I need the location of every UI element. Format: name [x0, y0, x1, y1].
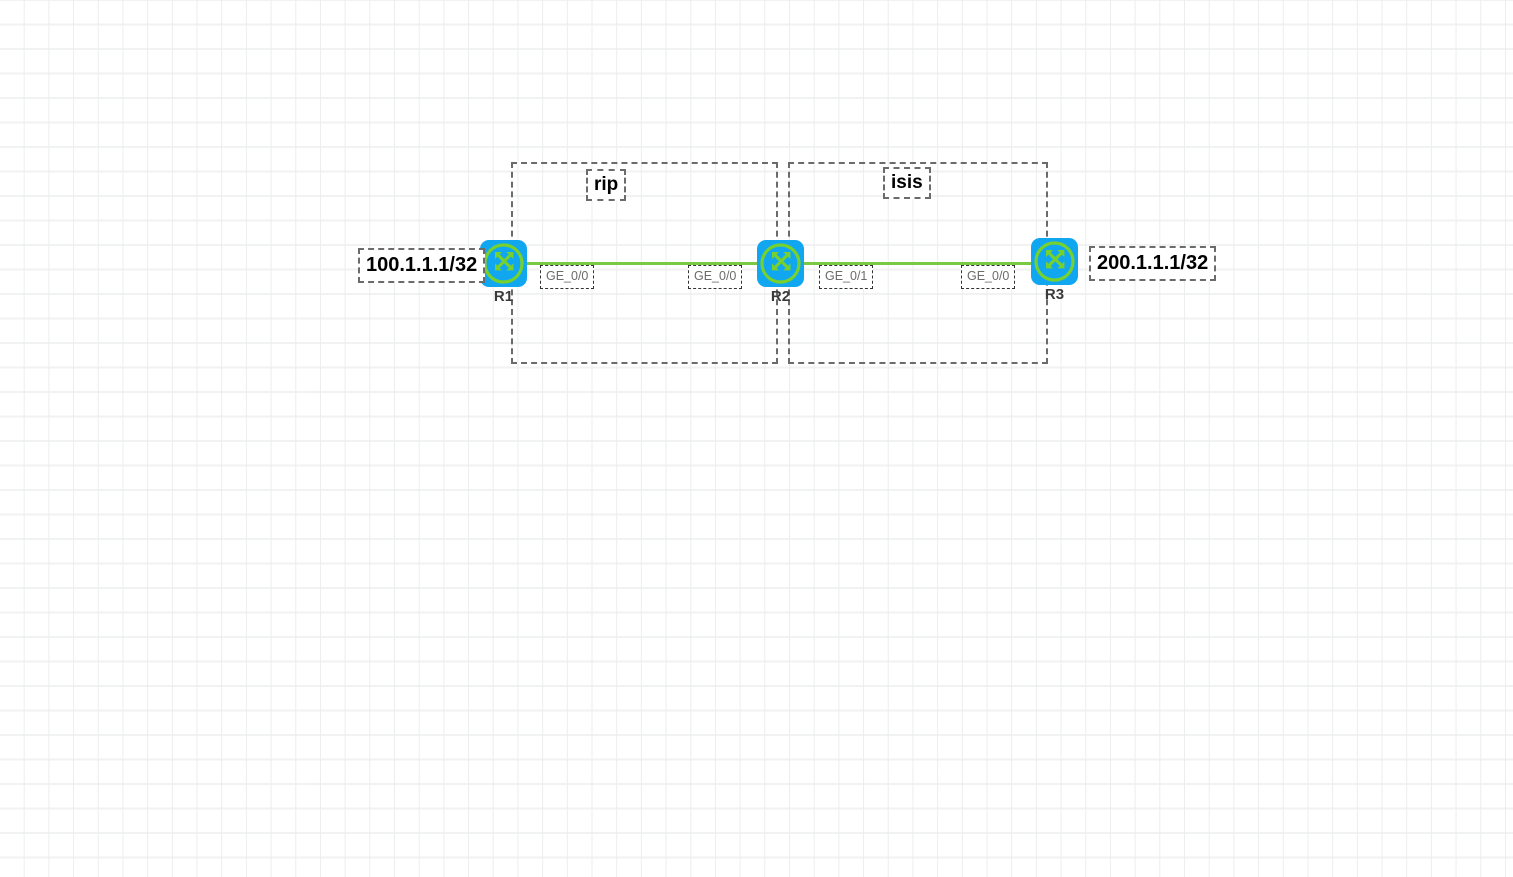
- interface-label-r3-ge00[interactable]: GE_0/0: [961, 265, 1016, 289]
- router-icon[interactable]: [757, 240, 804, 287]
- interface-label-r1-ge00[interactable]: GE_0/0: [540, 265, 595, 289]
- interface-label-r2-ge00[interactable]: GE_0/0: [688, 265, 743, 289]
- node-r2[interactable]: R2: [757, 240, 804, 305]
- node-r3[interactable]: R3: [1031, 238, 1078, 303]
- node-label-r1: R1: [493, 288, 514, 305]
- node-r1[interactable]: R1: [480, 240, 527, 305]
- node-label-r2: R2: [770, 288, 791, 305]
- link-r2-r3[interactable]: [804, 262, 1032, 265]
- domain-label-isis[interactable]: isis: [883, 167, 931, 199]
- link-r1-r2[interactable]: [527, 262, 758, 265]
- interface-label-r2-ge01[interactable]: GE_0/1: [819, 265, 874, 289]
- router-icon[interactable]: [1031, 238, 1078, 285]
- ip-label-r1-loopback[interactable]: 100.1.1.1/32: [358, 248, 486, 283]
- domain-label-rip[interactable]: rip: [586, 169, 627, 201]
- ip-label-r3-loopback[interactable]: 200.1.1.1/32: [1089, 246, 1217, 281]
- node-label-r3: R3: [1044, 286, 1065, 303]
- router-icon[interactable]: [480, 240, 527, 287]
